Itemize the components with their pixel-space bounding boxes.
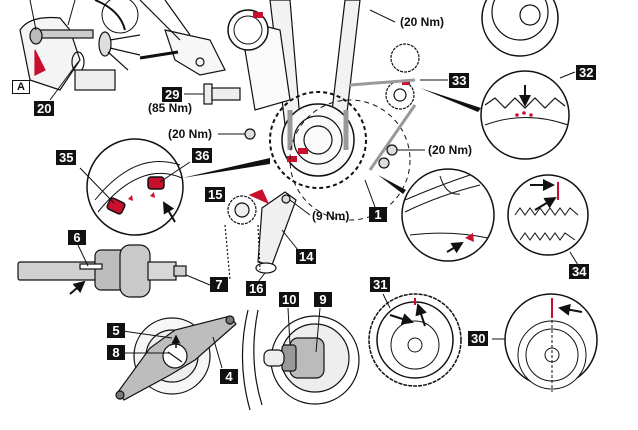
idler-sprockets: [349, 43, 420, 171]
label-1: 1: [369, 207, 387, 222]
leader-line: [559, 71, 576, 79]
arrow-icon: [446, 241, 464, 254]
leader-line: [281, 229, 299, 251]
label-4: 4: [220, 369, 238, 384]
crank-nut: [241, 309, 360, 411]
camshaft-tool: [17, 244, 187, 298]
label-35: 35: [56, 150, 77, 165]
label-34: 34: [569, 264, 590, 279]
leader-line: [185, 274, 211, 286]
label-14: 14: [296, 249, 317, 264]
label-31: 31: [370, 277, 391, 292]
leader-line: [364, 179, 376, 208]
arrow-icon: [69, 280, 86, 295]
torque-top: (20 Nm): [400, 15, 445, 29]
label-20: 20: [34, 101, 55, 116]
callout-pointer: [182, 158, 270, 178]
upper-sprocket: [227, 9, 269, 51]
leader-line: [29, 0, 37, 31]
tensioner-assembly: [224, 189, 297, 281]
leader-line: [569, 251, 579, 266]
label-9: 9: [314, 292, 332, 307]
leader-line: [79, 167, 115, 204]
arrow-icon: [415, 303, 427, 327]
detail-31: [368, 293, 462, 387]
torque-29: (85 Nm): [148, 101, 193, 115]
leader-line: [315, 307, 321, 353]
label-A: A: [12, 80, 30, 94]
detail-30: [504, 293, 598, 392]
detail-32: [480, 70, 570, 160]
inset-a-assembly: [19, 0, 141, 91]
leader-line: [122, 330, 173, 339]
leader-line: [257, 272, 266, 283]
engine-bracket: [139, 0, 226, 76]
holding-tool: [115, 315, 237, 401]
top-right-pulley: [481, 0, 559, 57]
leader-line: [287, 307, 291, 346]
arrow-icon: [558, 303, 583, 316]
label-7: 7: [210, 277, 228, 292]
label-15: 15: [205, 187, 226, 202]
label-16: 16: [246, 281, 267, 296]
label-10: 10: [279, 292, 300, 307]
label-29: 29: [162, 87, 183, 102]
label-6: 6: [68, 230, 86, 245]
arrow-icon: [534, 196, 557, 211]
leader-line: [369, 9, 396, 23]
leader-line: [382, 293, 391, 309]
leader-line: [289, 199, 311, 216]
label-36: 36: [192, 148, 213, 163]
leader-line: [49, 61, 79, 101]
label-8: 8: [107, 345, 125, 360]
detail-1: [401, 168, 495, 262]
detail-35-36: [86, 138, 184, 236]
leader-line: [77, 244, 89, 267]
callout-pointer: [420, 88, 481, 112]
leader-line: [212, 336, 223, 369]
torque-right: (20 Nm): [428, 143, 473, 157]
label-30: 30: [468, 331, 489, 346]
label-33: 33: [449, 73, 470, 88]
label-32: 32: [576, 65, 597, 80]
crank-sprocket: [269, 91, 411, 221]
callout-pointer: [378, 175, 406, 194]
bolt-29: [203, 83, 241, 105]
leader-line: [67, 0, 76, 26]
arrow-icon: [162, 201, 176, 223]
torque-14: (9 Nm): [312, 209, 350, 223]
arrow-icon: [389, 313, 414, 325]
detail-34: [507, 174, 589, 256]
leader-line: [159, 161, 191, 183]
torque-left: (20 Nm): [168, 127, 213, 141]
label-5: 5: [107, 323, 125, 338]
